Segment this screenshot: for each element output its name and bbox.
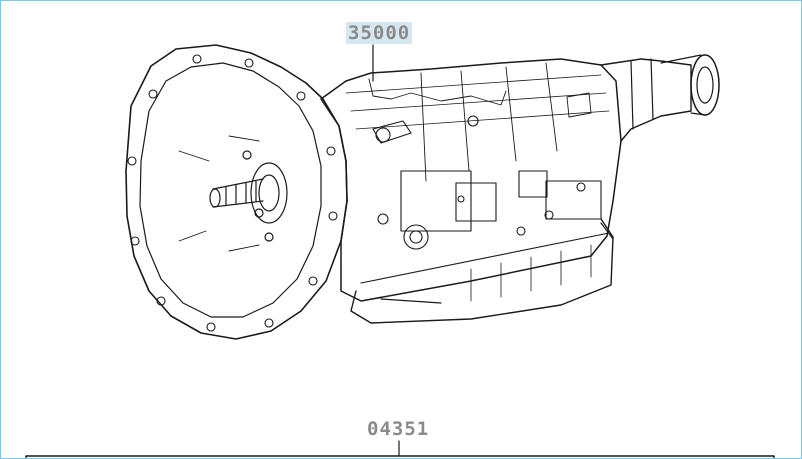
group-box xyxy=(25,455,775,458)
rim-bolts xyxy=(127,54,338,332)
part-callout-35000[interactable]: 35000 xyxy=(346,22,413,44)
main-case xyxy=(320,58,622,302)
part-callout-04351[interactable]: 04351 xyxy=(367,418,430,440)
extension-housing xyxy=(566,54,720,142)
wire-harness xyxy=(368,78,507,106)
valve-body xyxy=(372,115,602,250)
oil-pan xyxy=(350,218,614,324)
input-shaft xyxy=(209,150,288,242)
